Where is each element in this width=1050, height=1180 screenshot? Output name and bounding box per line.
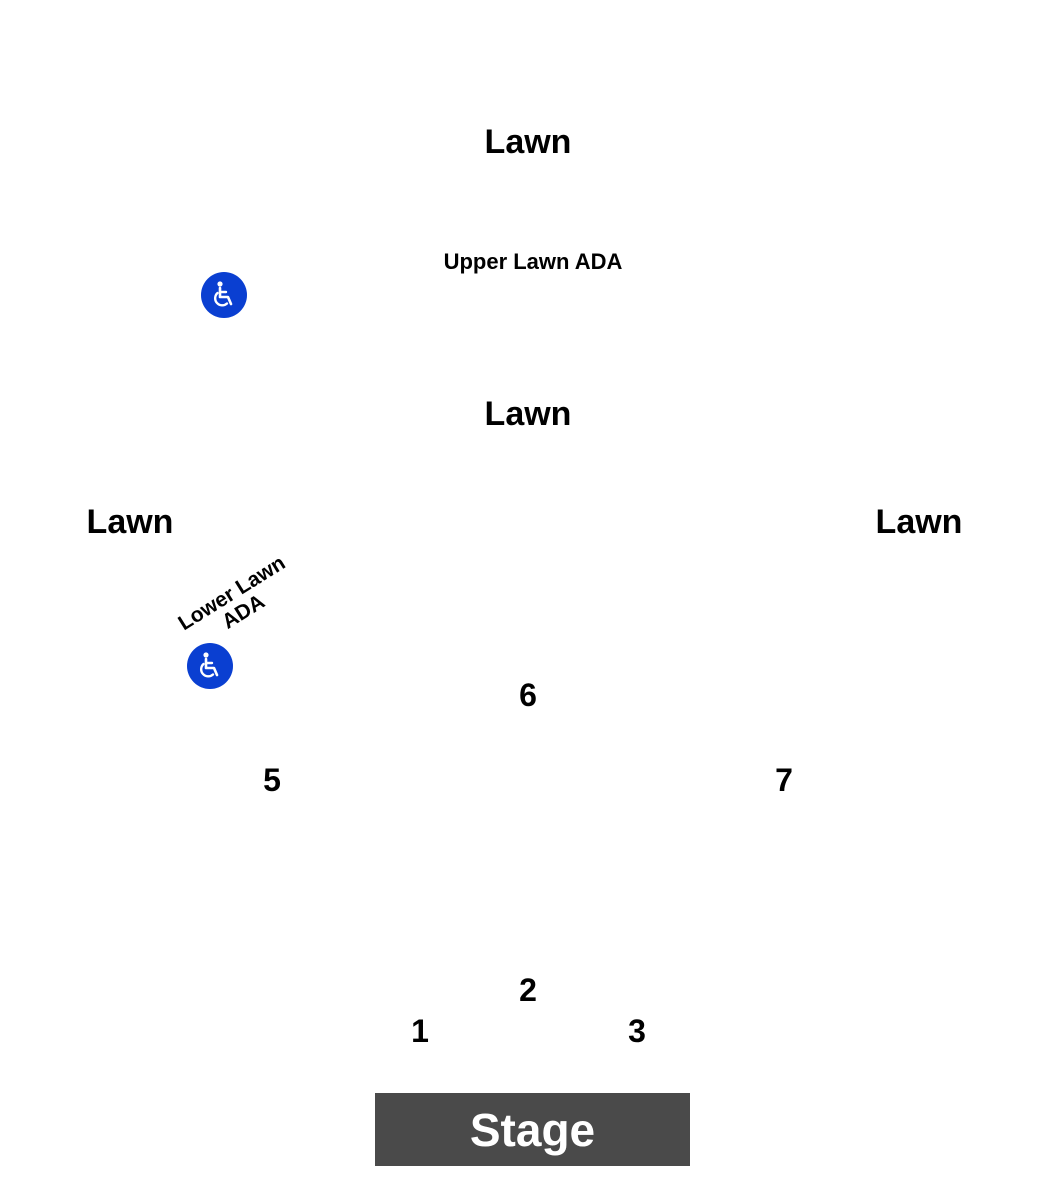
- lawn-middle-label[interactable]: Lawn: [484, 395, 572, 433]
- wheelchair-accessible-icon[interactable]: [201, 272, 247, 318]
- section-2-label[interactable]: 2: [519, 972, 537, 1008]
- stage-label: Stage: [469, 1103, 596, 1156]
- section-6-label[interactable]: 6: [519, 677, 537, 713]
- section-7-label[interactable]: 7: [775, 762, 793, 798]
- lower-lawn-ada-label[interactable]: Lower Lawn ADA: [174, 551, 301, 654]
- lawn-left-label[interactable]: Lawn: [86, 503, 174, 541]
- lawn-top-label[interactable]: Lawn: [484, 123, 572, 161]
- upper-lawn-ada-label[interactable]: Upper Lawn ADA: [443, 249, 623, 274]
- wheelchair-icon-glyph: [199, 652, 219, 678]
- section-1-label[interactable]: 1: [411, 1013, 429, 1049]
- section-5-label[interactable]: 5: [263, 762, 281, 798]
- lawn-right-label[interactable]: Lawn: [875, 503, 963, 541]
- wheelchair-icon-glyph: [213, 281, 233, 307]
- section-3-label[interactable]: 3: [628, 1013, 646, 1049]
- wheelchair-accessible-icon[interactable]: [187, 643, 233, 689]
- stage: Stage: [375, 1093, 690, 1166]
